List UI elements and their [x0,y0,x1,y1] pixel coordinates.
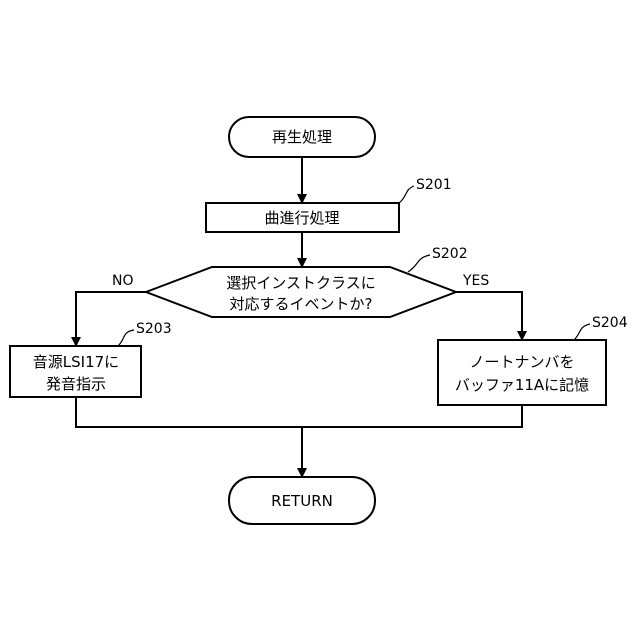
s203-leader [118,330,134,346]
s204-line2: バッファ11Aに記憶 [455,376,589,394]
process-s203: 音源LSI17に 発音指示 S203 [10,321,172,397]
decision-s202: 選択インストクラスに 対応するイベントか? S202 NO YES [112,246,489,317]
process-s201: 曲進行処理 S201 [206,177,452,232]
start-terminal: 再生処理 [229,117,375,157]
s202-leader [408,255,430,272]
s203-line2: 発音指示 [46,375,106,393]
s201-leader [399,186,414,203]
s204-step: S204 [592,315,628,331]
s201-label: 曲進行処理 [264,209,339,227]
end-label: RETURN [271,492,333,510]
s202-line2: 対応するイベントか? [230,295,373,313]
s204-line1: ノートナンバを [469,353,574,371]
end-terminal: RETURN [229,477,375,524]
s204-leader [574,324,590,340]
s203-step: S203 [136,321,172,337]
start-label: 再生処理 [272,128,332,146]
process-s204: ノートナンバを バッファ11Aに記憶 S204 [438,315,628,405]
branch-yes-label: YES [462,273,489,289]
s201-step: S201 [416,177,452,193]
s202-line1: 選択インストクラスに [226,274,375,292]
s202-step: S202 [432,246,468,262]
arrow-s202-no [76,292,146,345]
arrow-s202-yes [456,292,522,339]
s203-line1: 音源LSI17に [33,353,119,371]
branch-no-label: NO [112,273,134,289]
